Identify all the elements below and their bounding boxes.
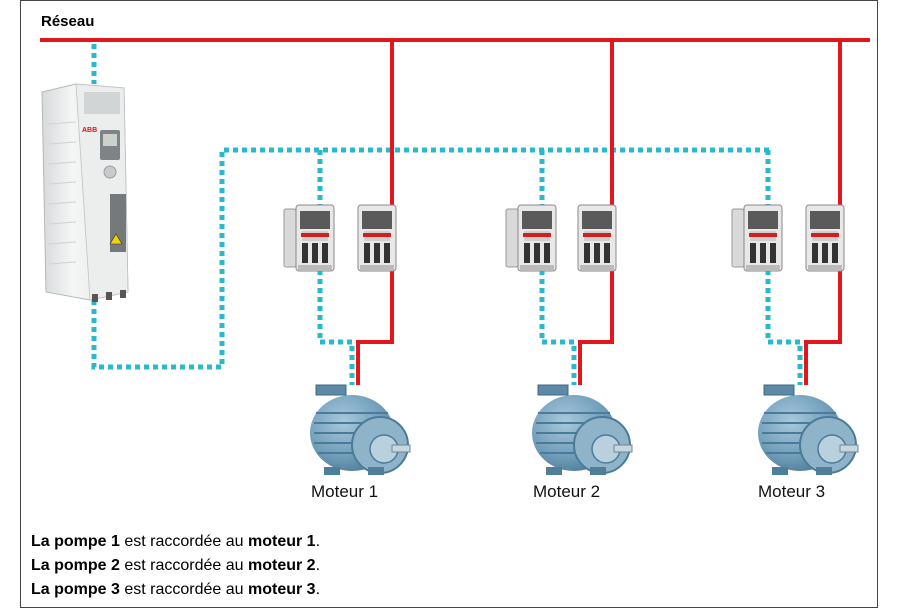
control-to-motor-2 [539, 270, 577, 385]
power-to-motor-2 [578, 270, 614, 385]
contactor-power-1 [357, 204, 397, 272]
motor-2 [531, 384, 633, 476]
note-2-text: est raccordée au [119, 557, 248, 574]
contactor-control-2 [517, 204, 557, 272]
note-2-pump: La pompe 2 [31, 557, 120, 574]
control-to-motor-1 [317, 270, 355, 385]
motor-group [309, 384, 859, 476]
power-to-motor-3 [804, 270, 842, 385]
diagram-frame [20, 0, 878, 608]
note-line-2: La pompe 2 est raccordée au moteur 2. [31, 554, 320, 578]
motor-3 [757, 384, 859, 476]
note-1-end: . [315, 533, 321, 550]
power-to-motor-1 [356, 270, 394, 385]
network-label: Réseau [41, 13, 95, 30]
note-3-end: . [315, 581, 321, 598]
note-3-motor: moteur 3 [247, 581, 316, 598]
power-wiring [40, 38, 870, 385]
note-3-text: est raccordée au [119, 581, 248, 598]
note-line-3: La pompe 3 est raccordée au moteur 3. [31, 578, 320, 602]
contactor-aux-1 [283, 208, 297, 268]
contactor-power-3 [805, 204, 845, 272]
contactor-control-1 [295, 204, 335, 272]
drive-output-bus [91, 147, 770, 370]
note-1-motor: moteur 1 [247, 533, 316, 550]
drive-unit: ABB [41, 83, 129, 302]
contactor-groups [283, 204, 845, 272]
notes: La pompe 1 est raccordée au moteur 1. La… [31, 530, 320, 602]
motor-label-1: Moteur 1 [311, 482, 379, 501]
note-3-pump: La pompe 3 [31, 581, 120, 598]
motor-1 [309, 384, 411, 476]
note-2-motor: moteur 2 [247, 557, 316, 574]
note-2-end: . [315, 557, 321, 574]
control-to-motor-3 [765, 270, 803, 385]
control-wiring [91, 44, 803, 385]
note-line-1: La pompe 1 est raccordée au moteur 1. [31, 530, 320, 554]
contactor-power-2 [577, 204, 617, 272]
note-1-pump: La pompe 1 [31, 533, 120, 550]
motor-label-2: Moteur 2 [533, 482, 601, 501]
motor-label-3: Moteur 3 [758, 482, 826, 501]
contactor-aux-2 [505, 208, 519, 268]
contactor-control-3 [743, 204, 783, 272]
drive-brand-logo: ABB [82, 127, 97, 134]
contactor-aux-3 [731, 208, 745, 268]
note-1-text: est raccordée au [119, 533, 248, 550]
